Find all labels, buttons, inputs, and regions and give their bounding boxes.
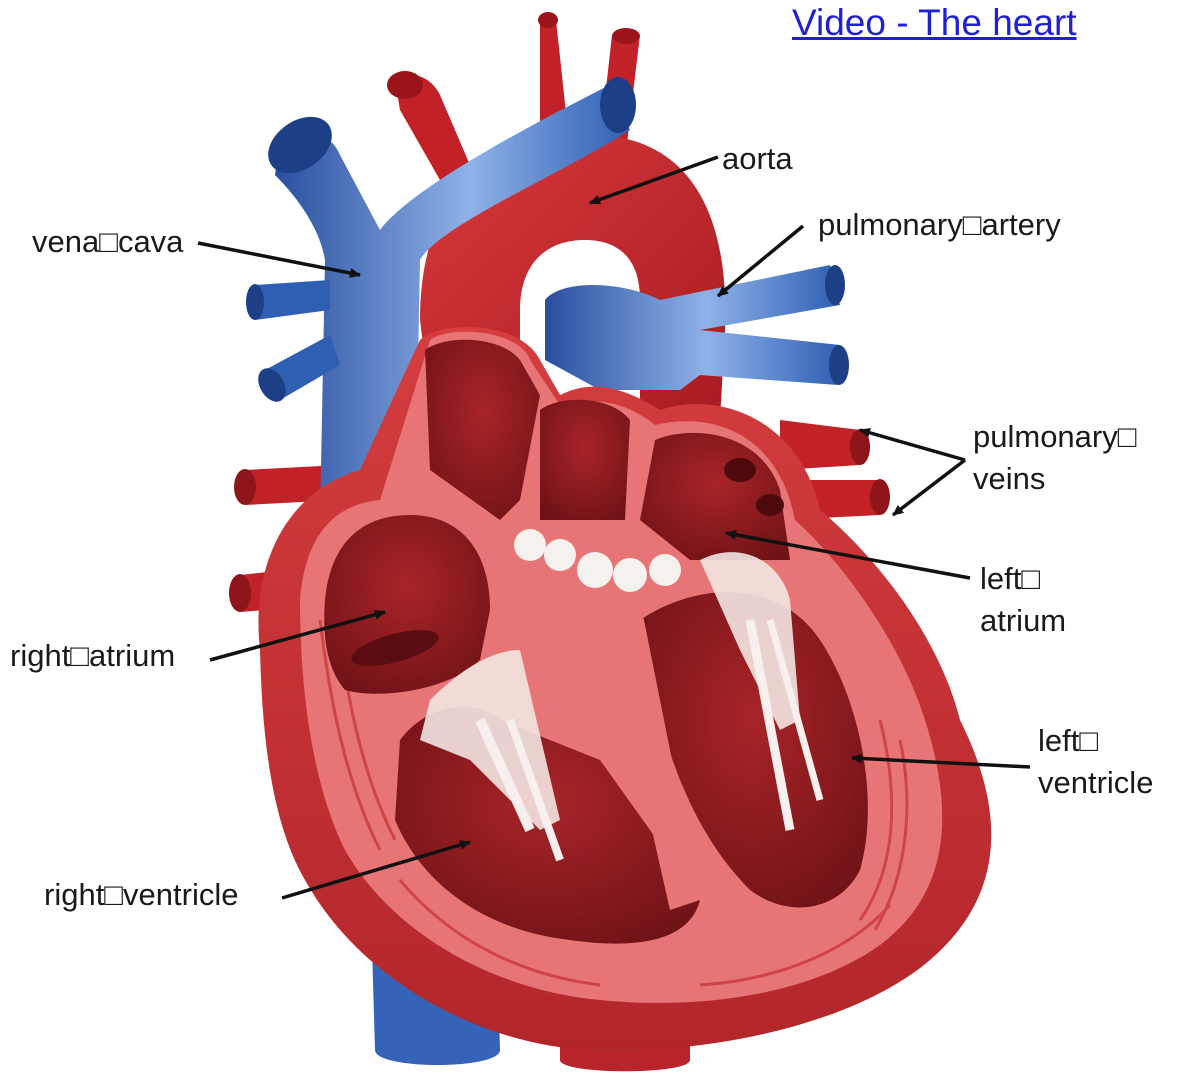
label-left-ventricle-line2: ventricle xyxy=(1038,764,1153,802)
label-left-atrium-line2: atrium xyxy=(980,602,1066,640)
label-right-ventricle: right□ventricle xyxy=(44,876,238,914)
label-left-atrium-line1: left□ xyxy=(980,560,1040,598)
label-aorta: aorta xyxy=(722,140,793,178)
video-link[interactable]: Video - The heart xyxy=(792,2,1077,44)
arrow-pulmonary-vein-upper xyxy=(860,430,965,460)
arrow-pulmonary-vein-lower xyxy=(893,460,965,515)
label-vena-cava: vena□cava xyxy=(32,223,183,261)
right-atrium-chamber xyxy=(324,515,490,694)
label-right-atrium: right□atrium xyxy=(10,637,175,675)
label-pulmonary-veins-line1: pulmonary□ xyxy=(973,418,1136,456)
label-pulmonary-artery: pulmonary□artery xyxy=(818,206,1061,244)
label-left-ventricle-line1: left□ xyxy=(1038,722,1098,760)
label-pulmonary-veins-line2: veins xyxy=(973,460,1045,498)
